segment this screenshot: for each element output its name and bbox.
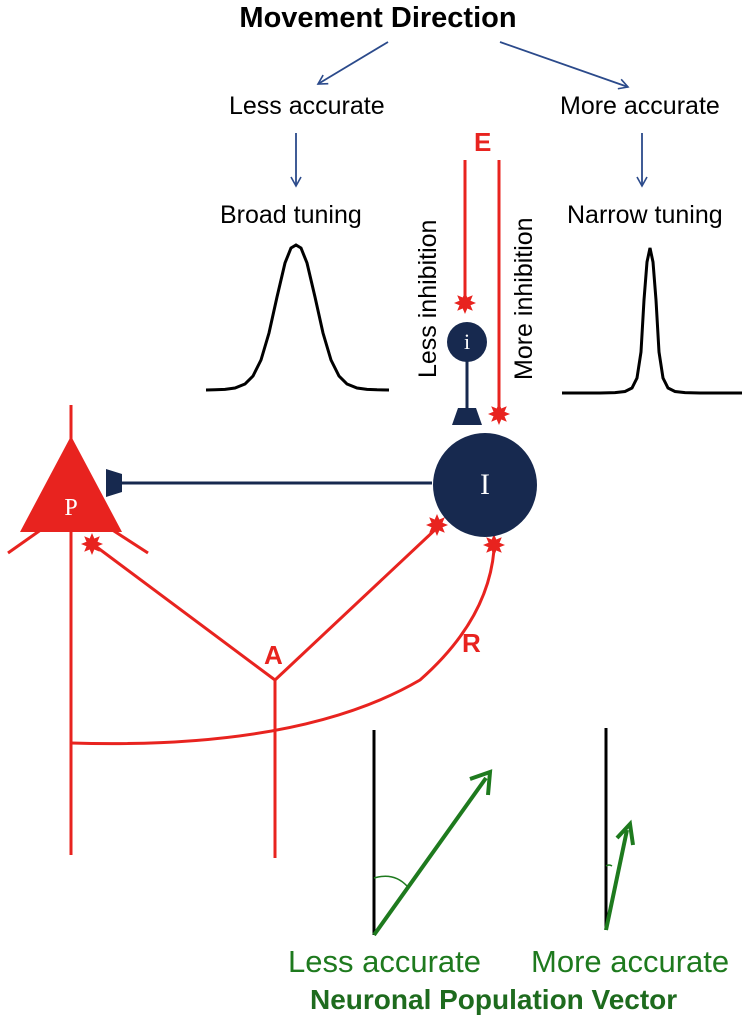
- recurrent-collateral: [70, 549, 496, 746]
- afferent-branch-to-i: [273, 525, 440, 682]
- synapse-e-large-cell: [488, 403, 510, 425]
- e-input-label: E: [474, 127, 492, 157]
- page-title: Movement Direction: [239, 2, 517, 34]
- excitatory-synapses: [81, 292, 510, 556]
- broad-tuning-curve: [205, 243, 390, 392]
- narrow-tuning-curve: [562, 247, 742, 395]
- synapse-a-large-cell: [426, 514, 448, 536]
- angle-arc-left: [373, 875, 408, 887]
- direction-arrows: [290, 41, 648, 188]
- recurrent-label: R: [462, 628, 481, 658]
- synapse-a-pyramidal: [81, 533, 103, 555]
- pyramidal-cell-label: P: [64, 495, 78, 521]
- afferent-label: A: [264, 640, 283, 670]
- synapse-e-small-cell: [454, 292, 476, 314]
- vector-head-right: [615, 819, 635, 846]
- vector-arrow-left: [372, 776, 488, 937]
- less-inhibition-label: Less inhibition: [414, 219, 442, 378]
- arrow-left-branch: [316, 41, 389, 85]
- more-inhibition-label: More inhibition: [510, 217, 538, 380]
- vector-head-left: [469, 769, 493, 796]
- vector-left-label: Less accurate: [288, 944, 481, 979]
- inhibitory-network: [106, 322, 537, 537]
- small-cell-terminal: [452, 408, 482, 425]
- right-accuracy-label: More accurate: [560, 92, 720, 120]
- small-cell-label: i: [463, 329, 471, 354]
- population-vector-panels: [372, 728, 635, 937]
- large-cell-label: I: [480, 468, 490, 501]
- arrow-right-branch: [499, 41, 630, 90]
- large-cell-terminal: [106, 469, 122, 497]
- synapse-r-large-cell: [483, 534, 505, 556]
- vector-caption: Neuronal Population Vector: [310, 984, 678, 1015]
- vector-arrow-right: [604, 829, 629, 931]
- vector-right-label: More accurate: [531, 944, 730, 979]
- red-fibers: [7, 160, 501, 858]
- angle-arc-right: [605, 864, 613, 867]
- broad-tuning-label: Broad tuning: [220, 201, 362, 229]
- narrow-tuning-label: Narrow tuning: [567, 201, 723, 229]
- afferent-branch-to-p: [93, 543, 276, 682]
- left-accuracy-label: Less accurate: [229, 92, 385, 120]
- large-inhibitory-cell: [433, 433, 537, 537]
- small-inhibitory-cell: [447, 322, 487, 362]
- pyramidal-cell-body: [20, 436, 122, 532]
